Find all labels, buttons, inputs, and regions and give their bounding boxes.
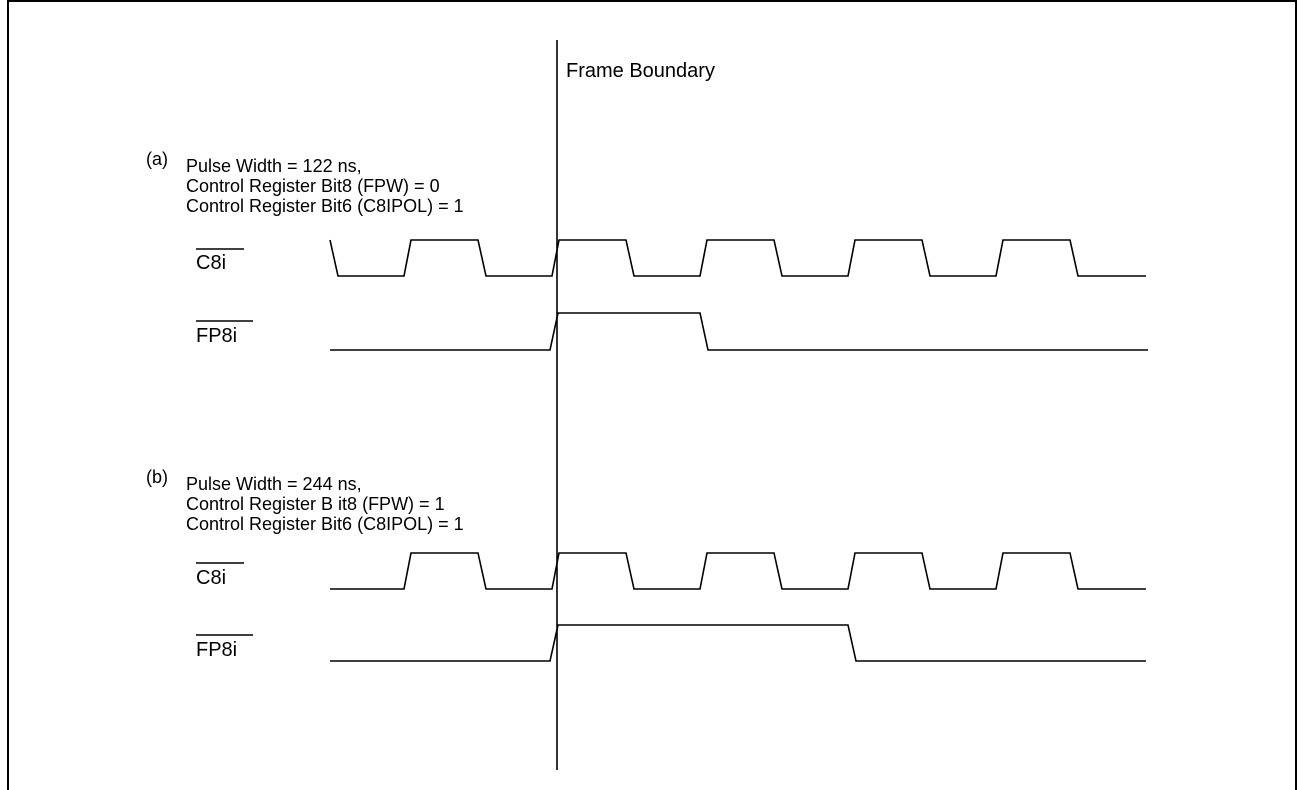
section-a-fp8i-label: FP8i	[196, 325, 237, 347]
section-a-line-1: Pulse Width = 122 ns,	[186, 156, 362, 176]
section-a-line-2: Control Register Bit8 (FPW) = 0	[186, 176, 440, 196]
section-a-line-3: Control Register Bit6 (C8IPOL) = 1	[186, 196, 464, 216]
section-a-c8i-waveform	[329, 239, 1146, 277]
section-b-fp8i-label: FP8i	[196, 639, 237, 661]
section-a-fp8i-waveform	[330, 312, 1148, 351]
section-a-tag: (a)	[146, 149, 168, 169]
section-b-line-1: Pulse Width = 244 ns,	[186, 474, 362, 494]
section-b-tag: (b)	[146, 467, 168, 487]
section-b-line-2: Control Register B it8 (FPW) = 1	[186, 494, 445, 514]
frame-boundary-label: Frame Boundary	[566, 60, 715, 82]
diagram-frame	[7, 0, 1297, 790]
section-a-c8i-label: C8i	[196, 252, 226, 274]
section-b-c8i-waveform	[330, 552, 1146, 590]
section-b-c8i-label: C8i	[196, 567, 226, 589]
section-b-fp8i-waveform	[330, 624, 1146, 662]
section-b-line-3: Control Register Bit6 (C8IPOL) = 1	[186, 514, 464, 534]
